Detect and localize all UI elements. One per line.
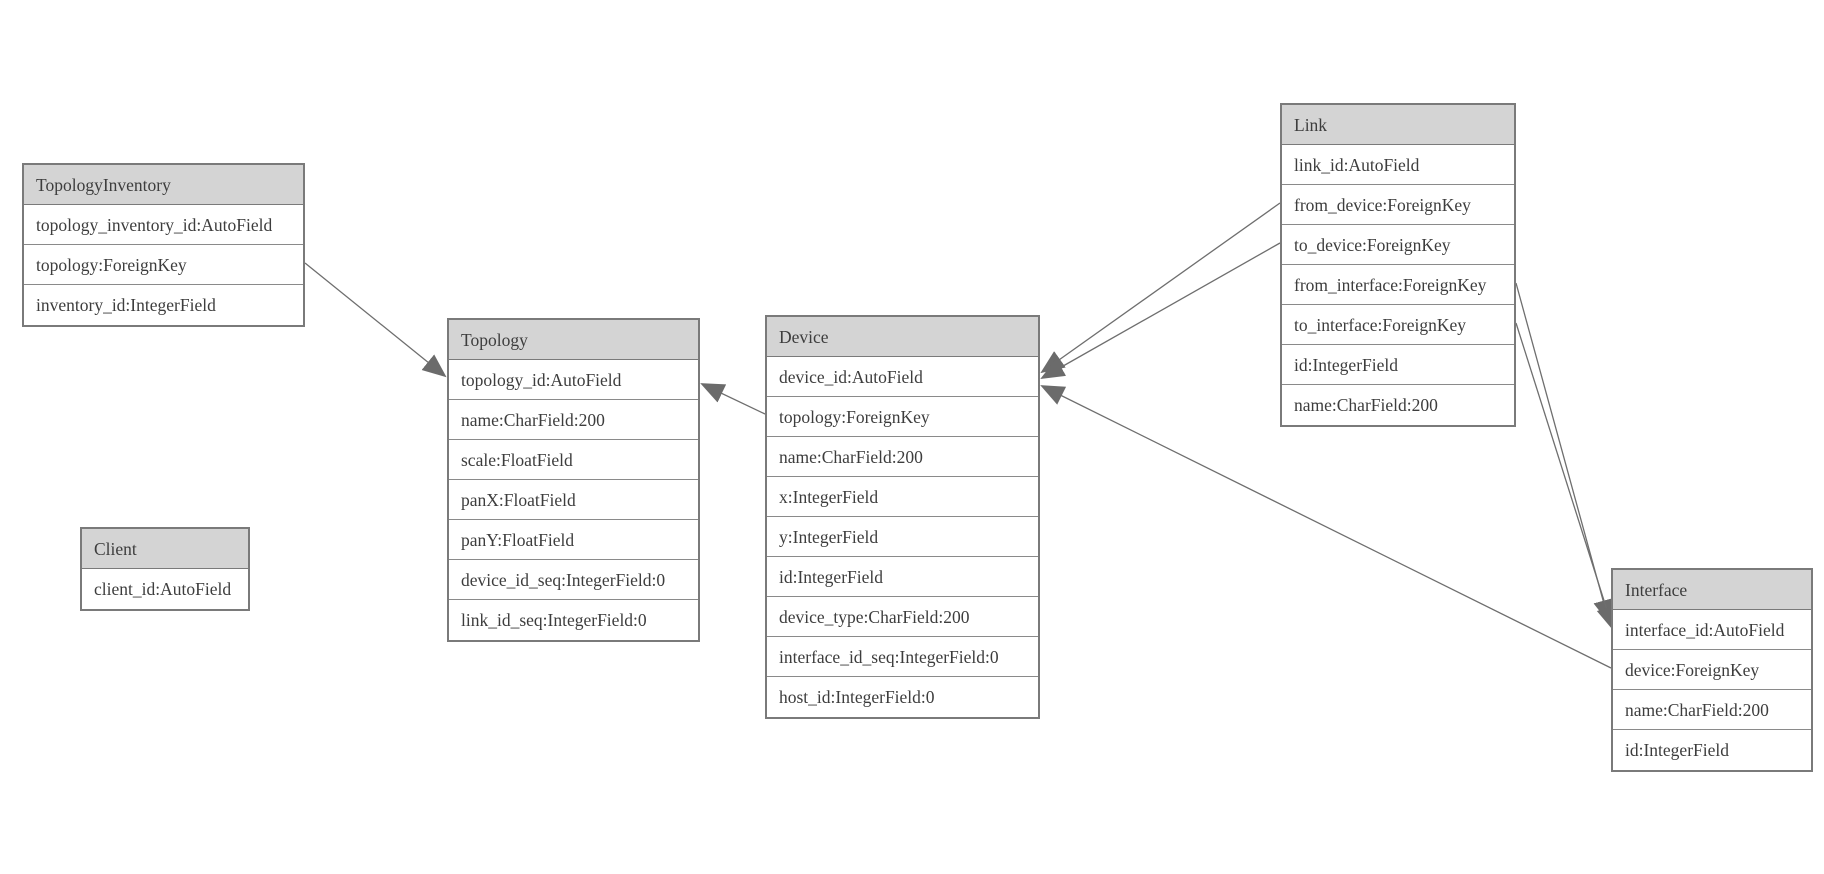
entity-table-topologyinventory[interactable]: TopologyInventory topology_inventory_id:… bbox=[22, 163, 305, 327]
entity-table-link[interactable]: Link link_id:AutoField from_device:Forei… bbox=[1280, 103, 1516, 427]
relation-link-fromdevice-device bbox=[1040, 202, 1281, 374]
relation-topologyinventory-topology bbox=[304, 262, 447, 378]
field-row: topology:ForeignKey bbox=[767, 397, 1038, 437]
field-row: to_interface:ForeignKey bbox=[1282, 305, 1514, 345]
entity-header: Topology bbox=[449, 320, 698, 360]
field-row: host_id:IntegerField:0 bbox=[767, 677, 1038, 717]
field-row: name:CharField:200 bbox=[767, 437, 1038, 477]
field-row: link_id:AutoField bbox=[1282, 145, 1514, 185]
relation-device-topology bbox=[700, 383, 766, 415]
field-row: id:IntegerField bbox=[767, 557, 1038, 597]
field-row: from_device:ForeignKey bbox=[1282, 185, 1514, 225]
field-row: interface_id:AutoField bbox=[1613, 610, 1811, 650]
field-row: topology_id:AutoField bbox=[449, 360, 698, 400]
entity-table-interface[interactable]: Interface interface_id:AutoField device:… bbox=[1611, 568, 1813, 772]
field-row: client_id:AutoField bbox=[82, 569, 248, 609]
field-row: topology_inventory_id:AutoField bbox=[24, 205, 303, 245]
field-row: topology:ForeignKey bbox=[24, 245, 303, 285]
field-row: from_interface:ForeignKey bbox=[1282, 265, 1514, 305]
entity-table-device[interactable]: Device device_id:AutoField topology:Fore… bbox=[765, 315, 1040, 719]
relation-link-todevice-device bbox=[1040, 242, 1281, 379]
entity-table-client[interactable]: Client client_id:AutoField bbox=[80, 527, 250, 611]
relation-interface-device-device bbox=[1040, 385, 1612, 669]
field-row: device_id:AutoField bbox=[767, 357, 1038, 397]
field-row: interface_id_seq:IntegerField:0 bbox=[767, 637, 1038, 677]
field-row: link_id_seq:IntegerField:0 bbox=[449, 600, 698, 640]
field-row: name:CharField:200 bbox=[449, 400, 698, 440]
field-row: name:CharField:200 bbox=[1613, 690, 1811, 730]
field-row: to_device:ForeignKey bbox=[1282, 225, 1514, 265]
entity-header: Interface bbox=[1613, 570, 1811, 610]
entity-header: Client bbox=[82, 529, 248, 569]
entity-table-topology[interactable]: Topology topology_id:AutoField name:Char… bbox=[447, 318, 700, 642]
entity-header: Device bbox=[767, 317, 1038, 357]
field-row: panX:FloatField bbox=[449, 480, 698, 520]
field-row: x:IntegerField bbox=[767, 477, 1038, 517]
field-row: inventory_id:IntegerField bbox=[24, 285, 303, 325]
field-row: name:CharField:200 bbox=[1282, 385, 1514, 425]
entity-header: Link bbox=[1282, 105, 1514, 145]
field-row: device_type:CharField:200 bbox=[767, 597, 1038, 637]
field-row: panY:FloatField bbox=[449, 520, 698, 560]
field-row: id:IntegerField bbox=[1282, 345, 1514, 385]
field-row: device:ForeignKey bbox=[1613, 650, 1811, 690]
field-row: id:IntegerField bbox=[1613, 730, 1811, 770]
field-row: scale:FloatField bbox=[449, 440, 698, 480]
field-row: device_id_seq:IntegerField:0 bbox=[449, 560, 698, 600]
entity-header: TopologyInventory bbox=[24, 165, 303, 205]
field-row: y:IntegerField bbox=[767, 517, 1038, 557]
relation-link-tointerface-interface bbox=[1515, 322, 1616, 631]
